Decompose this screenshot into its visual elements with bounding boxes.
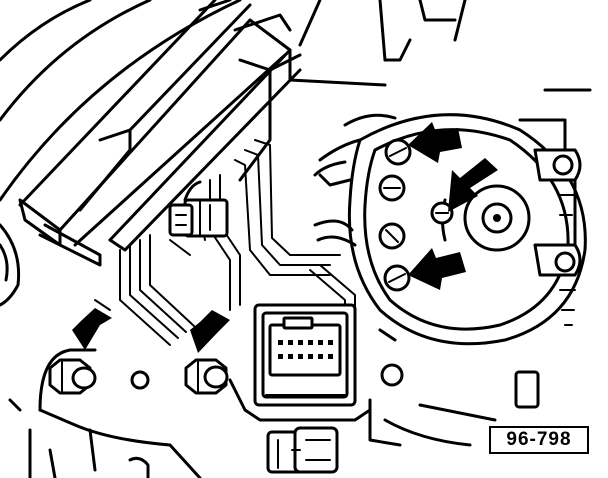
screw <box>430 201 454 225</box>
figure-reference-number: 96-798 <box>489 426 589 454</box>
arrow-icon <box>408 248 466 290</box>
arrow-icon <box>72 308 112 350</box>
screw <box>378 174 406 202</box>
bolt-center <box>184 358 229 395</box>
arrow-icon <box>190 310 230 353</box>
arrow-icon <box>448 158 498 212</box>
left-round-component <box>0 223 21 307</box>
screw <box>378 222 406 250</box>
housing-frame <box>0 0 467 267</box>
upper-connector <box>168 180 229 256</box>
screw <box>384 138 412 166</box>
multi-pin-connector <box>253 303 357 407</box>
lower-connector <box>266 426 339 474</box>
bolt-left <box>48 358 97 395</box>
connector-pins <box>278 340 333 359</box>
distributor <box>313 88 592 346</box>
screw <box>383 264 411 292</box>
mounting-plate <box>8 328 540 478</box>
arrow-icon <box>408 122 462 163</box>
